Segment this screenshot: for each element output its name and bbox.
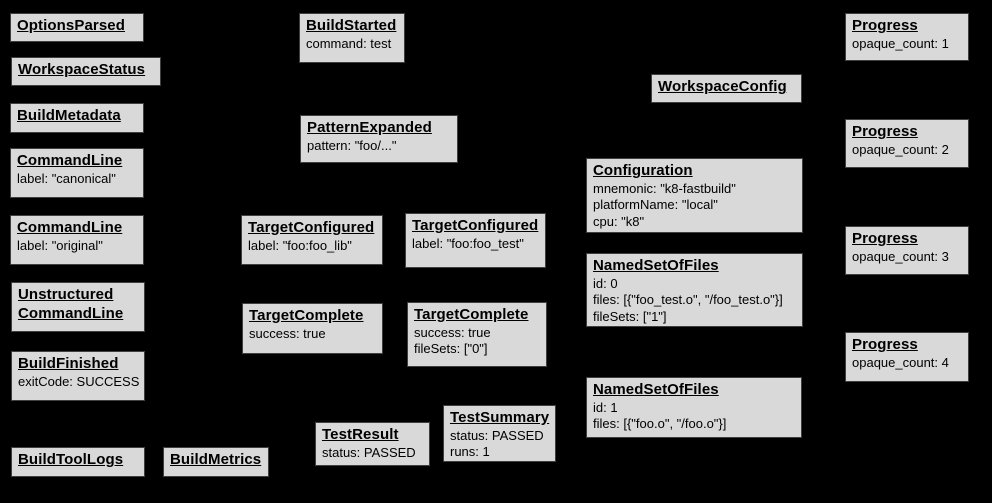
event-title: WorkspaceStatus xyxy=(18,61,146,78)
event-field: opaque_count: 3 xyxy=(852,248,949,264)
event-field: opaque_count: 2 xyxy=(852,141,949,157)
event-title: Progress xyxy=(852,123,918,140)
event-title: NamedSetOfFiles xyxy=(593,257,719,274)
event-box-optionsparsed: OptionsParsed xyxy=(10,13,144,42)
event-field: pattern: "foo/..." xyxy=(307,137,397,153)
event-title: Unstructured CommandLine xyxy=(18,286,124,322)
event-box-commandline: CommandLine label: "original" xyxy=(10,215,144,265)
event-field: success: true xyxy=(249,325,326,341)
event-box-buildstarted: BuildStarted command: test xyxy=(299,13,405,63)
event-field: files: [{"foo.o", "/foo.o"}] xyxy=(593,416,727,432)
event-box-progress: Progress opaque_count: 1 xyxy=(845,13,969,61)
event-box-targetcomplete: TargetComplete success: true xyxy=(242,303,383,354)
event-title: CommandLine xyxy=(17,152,123,169)
event-title: TargetConfigured xyxy=(248,219,375,236)
event-field: mnemonic: "k8-fastbuild" xyxy=(593,180,736,196)
event-title: BuildToolLogs xyxy=(18,451,124,468)
event-title: PatternExpanded xyxy=(307,119,432,136)
event-title: OptionsParsed xyxy=(17,17,125,34)
event-field: label: "canonical" xyxy=(17,170,116,186)
event-field: cpu: "k8" xyxy=(593,214,645,229)
event-title: NamedSetOfFiles xyxy=(593,381,719,398)
event-title: Progress xyxy=(852,230,918,247)
event-field: platformName: "local" xyxy=(593,197,718,213)
event-box-progress: Progress opaque_count: 3 xyxy=(845,226,969,275)
event-field: fileSets: ["0"] xyxy=(414,341,488,357)
event-title: Progress xyxy=(852,336,918,353)
event-box-workspaceconfig: WorkspaceConfig xyxy=(651,74,802,103)
event-title: TargetComplete xyxy=(414,306,529,323)
event-title: TestResult xyxy=(322,426,399,443)
event-title: BuildFinished xyxy=(18,355,119,372)
event-title: BuildStarted xyxy=(306,17,397,34)
event-field: command: test xyxy=(306,35,392,51)
event-title: WorkspaceConfig xyxy=(658,78,787,95)
event-box-commandline: CommandLine label: "canonical" xyxy=(10,148,144,198)
event-box-targetconfigured: TargetConfigured label: "foo:foo_test" xyxy=(405,213,546,268)
event-title: TargetConfigured xyxy=(412,217,539,234)
event-title: BuildMetrics xyxy=(170,451,262,468)
event-box-workspacestatus: WorkspaceStatus xyxy=(11,57,161,86)
event-title: CommandLine xyxy=(17,219,123,236)
event-field: runs: 1 xyxy=(450,444,490,460)
event-field: id: 0 xyxy=(593,275,618,291)
event-box-buildfinished: BuildFinished exitCode: SUCCESS xyxy=(11,351,145,401)
event-field: fileSets: ["1"] xyxy=(593,309,667,324)
event-field: files: [{"foo_test.o", "/foo_test.o"}] xyxy=(593,292,783,308)
event-box-buildmetrics: BuildMetrics xyxy=(163,447,269,477)
event-field: opaque_count: 1 xyxy=(852,35,949,51)
event-field: status: PASSED xyxy=(322,444,416,460)
event-title: TargetComplete xyxy=(249,307,364,324)
event-field: id: 1 xyxy=(593,399,618,415)
event-field: opaque_count: 4 xyxy=(852,354,949,370)
event-field: success: true xyxy=(414,324,491,340)
event-field: label: "foo:foo_lib" xyxy=(248,237,352,253)
event-title: Configuration xyxy=(593,162,693,179)
event-box-testresult: TestResult status: PASSED xyxy=(315,422,430,466)
event-box-unstructured-commandline: Unstructured CommandLine xyxy=(11,282,145,332)
event-box-patternexpanded: PatternExpanded pattern: "foo/..." xyxy=(300,115,458,163)
event-title: Progress xyxy=(852,17,918,34)
event-box-progress: Progress opaque_count: 2 xyxy=(845,119,969,168)
event-box-targetconfigured: TargetConfigured label: "foo:foo_lib" xyxy=(241,215,383,265)
event-field: label: "foo:foo_test" xyxy=(412,235,524,251)
event-field: label: "original" xyxy=(17,237,103,253)
event-box-configuration: Configuration mnemonic: "k8-fastbuild"pl… xyxy=(586,158,803,233)
event-box-progress: Progress opaque_count: 4 xyxy=(845,332,969,382)
event-field: exitCode: SUCCESS xyxy=(18,373,140,389)
event-field: status: PASSED xyxy=(450,427,544,443)
event-box-buildtoollogs: BuildToolLogs xyxy=(11,447,145,477)
event-title: BuildMetadata xyxy=(17,107,121,124)
event-title: TestSummary xyxy=(450,409,550,426)
event-box-buildmetadata: BuildMetadata xyxy=(10,103,144,133)
